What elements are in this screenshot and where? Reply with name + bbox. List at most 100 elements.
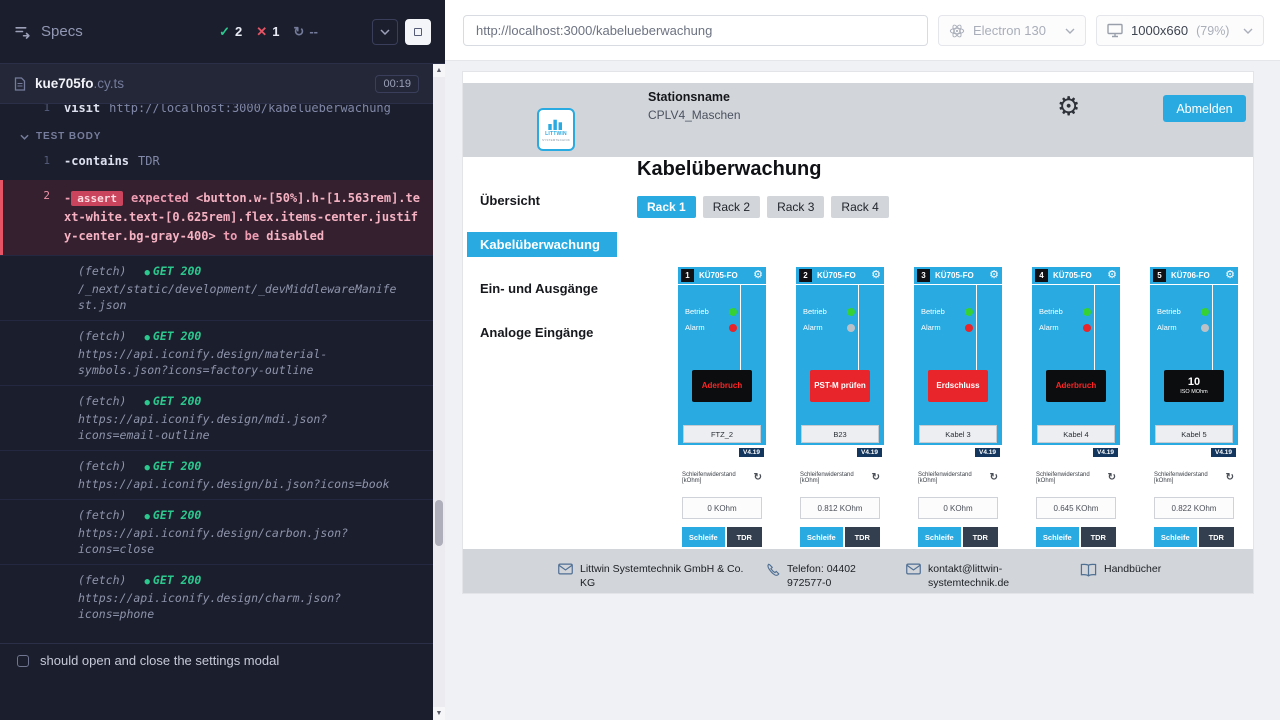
scrollbar-thumb[interactable] (435, 500, 443, 546)
viewport-select[interactable]: 1000x660 (79%) (1096, 15, 1264, 46)
next-test-row[interactable]: should open and close the settings modal (0, 643, 433, 677)
firmware-version: V4.19 (739, 448, 764, 457)
chevron-down-icon (1243, 28, 1253, 34)
rack-tab[interactable]: Rack 4 (831, 196, 889, 218)
fetch-label: (fetch) (78, 394, 127, 408)
failed-count[interactable]: ✕1 (256, 23, 280, 40)
betrieb-label: Betrieb (685, 307, 709, 316)
tdr-button[interactable]: TDR (962, 527, 998, 547)
rack-tab[interactable]: Rack 2 (702, 196, 761, 218)
card-settings-gear-icon[interactable]: ⚙ (1225, 269, 1235, 281)
refresh-icon[interactable]: ↻ (989, 472, 998, 483)
tdr-button[interactable]: TDR (844, 527, 880, 547)
fetch-status: ●GET 200 (144, 459, 202, 473)
alarm-led (1201, 323, 1209, 332)
spec-extension: .cy.ts (93, 76, 125, 91)
card-settings-gear-icon[interactable]: ⚙ (753, 269, 763, 281)
status-dot-icon: ● (144, 333, 150, 343)
measure-label: Schleifenwiderstand [kOhm] (918, 472, 972, 484)
sidebar-item[interactable]: Übersicht (480, 193, 540, 208)
command-name: visit (64, 104, 101, 115)
refresh-icon[interactable]: ↻ (1107, 472, 1116, 483)
sidebar-item[interactable]: Analoge Eingänge (480, 325, 594, 340)
test-body-section[interactable]: TEST BODY (0, 121, 433, 148)
alarm-led (1083, 323, 1091, 332)
collapse-button[interactable] (372, 18, 398, 45)
fetch-log-entry[interactable]: (fetch)●GET 200 https://api.iconify.desi… (0, 320, 433, 385)
specs-menu-icon[interactable] (14, 23, 31, 40)
betrieb-label: Betrieb (1039, 307, 1063, 316)
schleife-button[interactable]: Schleife (1036, 527, 1079, 547)
tdr-button[interactable]: TDR (1198, 527, 1234, 547)
status-subtext: ISO MOhm (1180, 389, 1208, 396)
spec-timer: 00:19 (375, 74, 419, 93)
card-number: 3 (917, 269, 930, 282)
firmware-version: V4.19 (857, 448, 882, 457)
status-text: Erdschluss (936, 381, 980, 391)
check-icon: ✓ (219, 23, 231, 39)
fetch-log-entry[interactable]: (fetch)●GET 200 https://api.iconify.desi… (0, 450, 433, 499)
settings-gear-icon[interactable]: ⚙ (1057, 91, 1081, 121)
fetch-url: https://api.iconify.design/carbon.json?i… (78, 526, 349, 556)
cross-icon: ✕ (256, 23, 268, 39)
scroll-down-arrow[interactable]: ▼ (433, 707, 445, 720)
sidebar-item[interactable]: Kabelüberwachung (467, 232, 617, 257)
viewport-zoom: (79%) (1196, 23, 1230, 38)
refresh-icon[interactable]: ↻ (1225, 472, 1234, 483)
schleife-button[interactable]: Schleife (918, 527, 961, 547)
card-settings-gear-icon[interactable]: ⚙ (871, 269, 881, 281)
fetch-log-entry[interactable]: (fetch)●GET 200 https://api.iconify.desi… (0, 385, 433, 450)
fetch-log-entry[interactable]: (fetch)●GET 200 https://api.iconify.desi… (0, 499, 433, 564)
tdr-button[interactable]: TDR (726, 527, 762, 547)
status-display: Aderbruch (692, 370, 752, 402)
phone-icon (767, 563, 780, 576)
rack-tab[interactable]: Rack 1 (637, 196, 696, 218)
fetch-log-entry[interactable]: (fetch)●GET 200 https://api.iconify.desi… (0, 564, 433, 629)
monitor-icon (1107, 23, 1123, 38)
passed-count[interactable]: ✓2 (219, 23, 243, 40)
fetch-status: ●GET 200 (144, 264, 202, 278)
stop-button[interactable] (405, 18, 431, 45)
card-divider (1094, 285, 1095, 370)
schleife-button[interactable]: Schleife (800, 527, 843, 547)
reporter-scrollbar[interactable]: ▲ ▼ (433, 64, 445, 720)
logout-button[interactable]: Abmelden (1163, 95, 1246, 122)
scroll-up-arrow[interactable]: ▲ (433, 64, 445, 77)
page-title: Kabelüberwachung (637, 158, 822, 180)
card-settings-gear-icon[interactable]: ⚙ (989, 269, 999, 281)
betrieb-label: Betrieb (921, 307, 945, 316)
device-cards: 1 KÜ705-FO ⚙ Betrieb Alarm Aderbruch FTZ… (678, 267, 1238, 567)
footer-manuals[interactable]: Handbücher (1080, 562, 1161, 577)
refresh-icon[interactable]: ↻ (871, 472, 880, 483)
status-dot-icon: ● (144, 398, 150, 408)
spec-file-icon (14, 76, 26, 91)
pending-count[interactable]: ↻-- (293, 23, 318, 40)
tdr-button[interactable]: TDR (1080, 527, 1116, 547)
stop-icon (414, 27, 422, 36)
fetch-log-entry[interactable]: (fetch)●GET 200 /_next/static/developmen… (0, 255, 433, 320)
specs-label[interactable]: Specs (41, 23, 83, 40)
alarm-led (965, 323, 973, 332)
mail-icon (906, 563, 921, 575)
refresh-icon[interactable]: ↻ (753, 472, 762, 483)
pending-icon: ↻ (293, 23, 305, 39)
test-stats: ✓2 ✕1 ↻-- (219, 24, 318, 40)
sidebar-item[interactable]: Ein- und Ausgänge (480, 281, 598, 296)
schleife-button[interactable]: Schleife (1154, 527, 1197, 547)
rack-tab[interactable]: Rack 3 (767, 196, 825, 218)
url-input[interactable] (463, 15, 928, 46)
command-name: -contains (64, 154, 130, 168)
spec-header[interactable]: kue705fo.cy.ts 00:19 (0, 64, 433, 104)
fetch-url: https://api.iconify.design/bi.json?icons… (78, 477, 390, 491)
cypress-runner-panel: Specs ✓2 ✕1 ↻-- kue705fo.cy.ts 00:19 1 v… (0, 0, 445, 720)
betrieb-label: Betrieb (803, 307, 827, 316)
alarm-label: Alarm (1157, 323, 1177, 332)
schleife-button[interactable]: Schleife (682, 527, 725, 547)
card-divider (858, 285, 859, 370)
card-settings-gear-icon[interactable]: ⚙ (1107, 269, 1117, 281)
browser-select[interactable]: Electron 130 (938, 15, 1086, 46)
fetch-label: (fetch) (78, 264, 127, 278)
